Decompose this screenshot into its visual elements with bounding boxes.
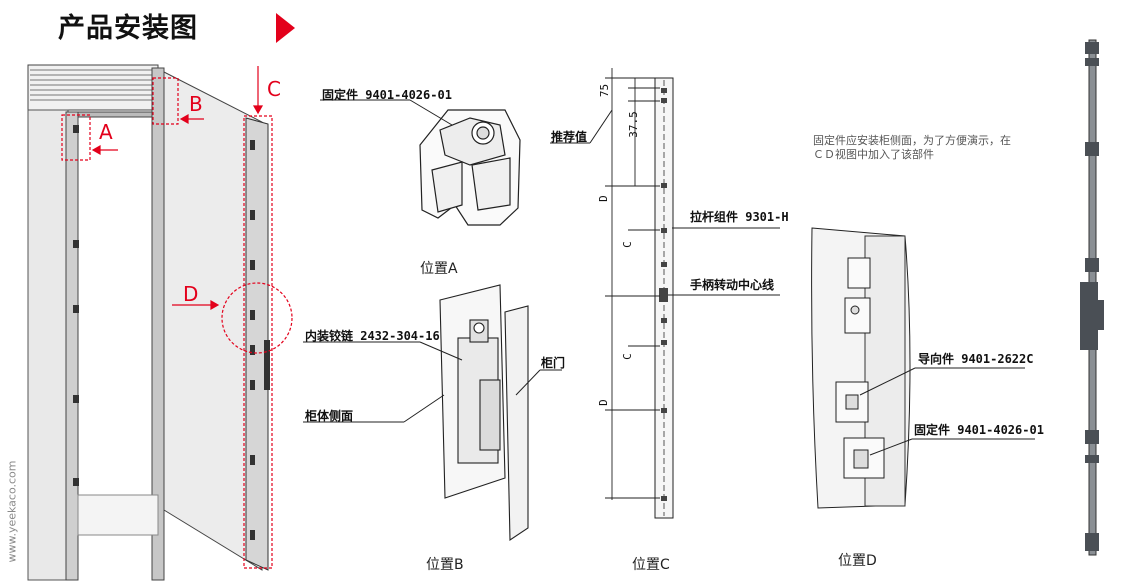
marker-c: C <box>267 77 281 101</box>
callout-recommended: 推荐值 <box>551 130 588 144</box>
callout-cabinet-side: 柜体侧面 <box>305 409 354 423</box>
caption-position-c: 位置C <box>632 557 670 573</box>
page-title: 产品安装图 <box>58 13 198 44</box>
callout-fixed-d: 固定件 9401-4026-01 <box>914 423 1044 437</box>
marker-d: D <box>183 282 199 306</box>
caption-position-b: 位置B <box>426 557 464 573</box>
callout-hinge: 内装铰链 2432-304-16 <box>305 329 440 343</box>
callout-guide: 导向件 9401-2622C <box>918 352 1034 366</box>
marker-b: B <box>189 92 203 116</box>
callout-door: 柜门 <box>541 356 566 370</box>
marker-a: A <box>99 120 113 144</box>
caption-position-a: 位置A <box>420 261 458 277</box>
cabinet-roof <box>27 64 159 111</box>
play-arrow-icon <box>276 13 295 43</box>
callout-rod: 拉杆组件 9301-H <box>690 210 789 224</box>
caption-position-d: 位置D <box>838 553 877 569</box>
callout-position-a-fixed: 固定件 9401-4026-01 <box>322 88 452 102</box>
installation-note: 固定件应安装柜侧面，为了方便演示，在ＣＤ视图中加入了该部件 <box>813 134 1011 161</box>
callout-handle-center: 手柄转动中心线 <box>690 278 775 292</box>
